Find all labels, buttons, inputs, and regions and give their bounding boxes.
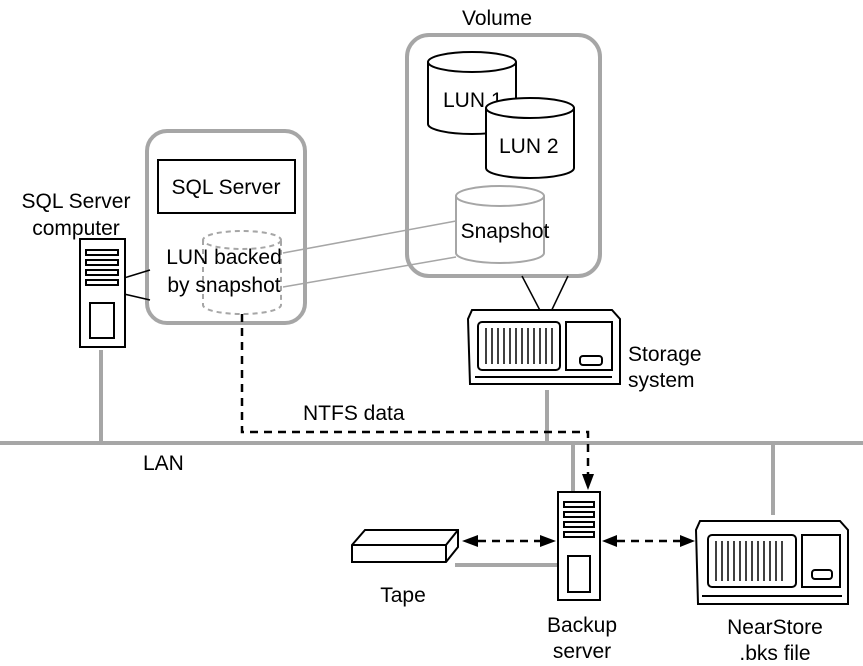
ntfs-data-flow: [240, 314, 590, 478]
sql-server-box: [157, 159, 296, 214]
nearstore-label-line2: .bks file: [739, 642, 810, 665]
backup-label-line2: server: [553, 640, 611, 663]
tape-label: Tape: [380, 584, 426, 607]
backup-server-icon: [557, 491, 601, 601]
lun-backed-label-line1: LUN backed: [166, 246, 282, 269]
nearstore-backup-flow: [602, 535, 695, 547]
lun-backed-label-line2: by snapshot: [167, 274, 280, 297]
ntfs-data-label: NTFS data: [303, 402, 405, 425]
ntfs-arrowhead: [582, 474, 594, 490]
lun-backed-disk-icon: [202, 230, 282, 315]
nearstore-label-line1: NearStore: [727, 616, 823, 639]
lun2-label: LUN 2: [499, 135, 559, 158]
lan-label: LAN: [143, 452, 184, 475]
sql-server-box-label: SQL Server: [172, 176, 281, 199]
tape-drive-icon: [351, 529, 459, 563]
lan-network: [0, 350, 863, 567]
storage-system-icon: [466, 309, 621, 385]
tape-backup-flow: [462, 535, 556, 547]
sql-computer-label-line1: SQL Server: [22, 190, 131, 213]
backup-label-line1: Backup: [547, 614, 617, 637]
storage-label-line2: system: [628, 369, 695, 392]
snapshot-disk-icon: [455, 185, 545, 264]
sql-server-computer-icon: [79, 238, 126, 348]
nearstore-icon: [694, 520, 849, 605]
volume-label: Volume: [462, 7, 532, 30]
lun1-disk-icon: [427, 51, 517, 135]
snapshot-label: Snapshot: [461, 220, 550, 243]
lun2-disk-icon: [485, 97, 575, 179]
storage-label-line1: Storage: [628, 343, 702, 366]
sql-computer-label-line2: computer: [32, 217, 120, 240]
snapshot-mapping-band: [282, 220, 457, 288]
